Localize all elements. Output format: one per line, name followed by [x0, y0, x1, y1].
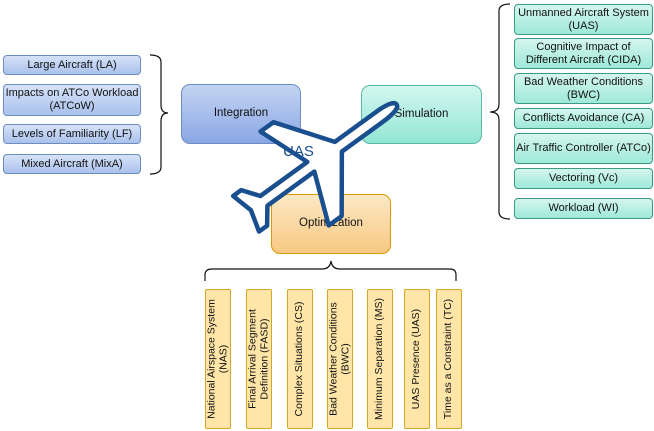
- simulation-item: Conflicts Avoidance (CA): [514, 108, 653, 129]
- simulation-item: Workload (WI): [514, 198, 653, 219]
- optimization-item: Bad Weather Conditions (BWC): [327, 289, 353, 429]
- simulation-label: Simulation: [394, 107, 449, 120]
- right-brace: [489, 3, 511, 220]
- integration-label: Integration: [213, 107, 269, 120]
- simulation-item: Cognitive Impact of Different Aircraft (…: [514, 38, 653, 69]
- integration-item: Large Aircraft (LA): [3, 55, 141, 75]
- optimization-item: National Airspace System (NAS): [205, 289, 231, 429]
- simulation-item: Vectoring (Vc): [514, 168, 653, 189]
- simulation-node: Simulation: [361, 85, 482, 144]
- integration-item: Impacts on ATCo Workload (ATCoW): [3, 84, 141, 116]
- integration-item: Levels of Familiarity (LF): [3, 124, 141, 144]
- integration-item: Mixed Aircraft (MixA): [3, 154, 141, 174]
- plane-label: UAS: [283, 143, 314, 160]
- optimization-item: Minimum Separation (MS): [367, 289, 393, 429]
- optimization-item: UAS Presence (UAS): [404, 289, 430, 429]
- optimization-item: Time as a Constraint (TC): [436, 289, 462, 429]
- optimization-item: Final Arrival Segment Definition (FASD): [246, 289, 272, 429]
- simulation-item: Air Traffic Controller (ATCo): [514, 133, 653, 164]
- simulation-item: Bad Weather Conditions (BWC): [514, 73, 653, 104]
- simulation-item: Unmanned Aircraft System (UAS): [514, 4, 653, 35]
- optimization-item: Complex Situations (CS): [287, 289, 313, 429]
- left-brace: [149, 54, 169, 175]
- bottom-brace: [204, 260, 457, 281]
